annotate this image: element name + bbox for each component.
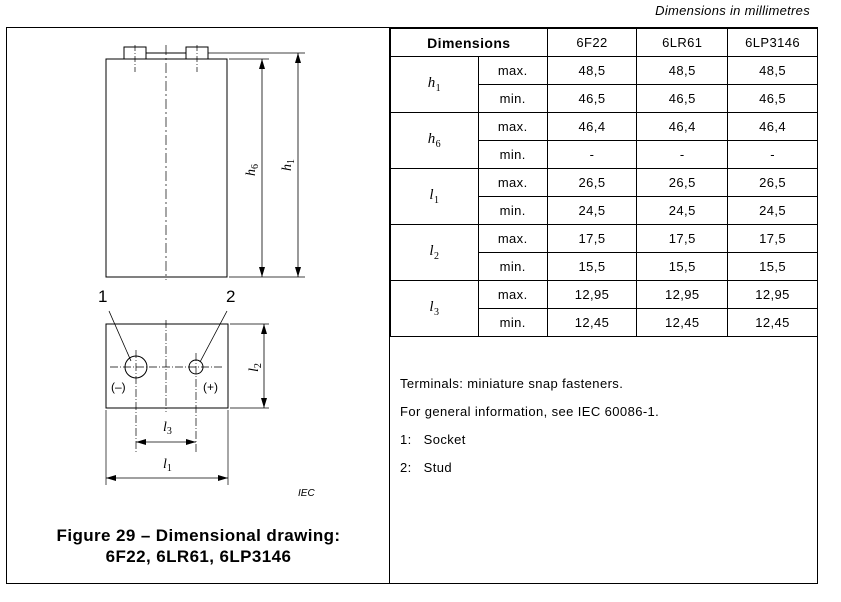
table-cell: 15,5 bbox=[546, 252, 638, 281]
table-cell: - bbox=[727, 140, 818, 169]
battery-dimensional-drawing: 1 2 (–) (+) h6 h1 l2 l3 l1 IEC bbox=[98, 45, 315, 499]
table-cell: 17,5 bbox=[546, 224, 638, 253]
limit-label: max. bbox=[477, 168, 548, 197]
figure-caption-line-1: Figure 29 – Dimensional drawing: bbox=[56, 526, 341, 545]
iec-mark: IEC bbox=[298, 488, 315, 499]
table-cell: 46,5 bbox=[546, 84, 638, 113]
table-row: h6 max. 46,4 46,4 46,4 bbox=[390, 112, 818, 169]
param-l2: l2 bbox=[390, 224, 479, 281]
table-cell: 12,95 bbox=[636, 280, 729, 309]
limit-label: max. bbox=[477, 280, 548, 309]
note-key-2: 2: Stud bbox=[400, 460, 453, 475]
svg-text:l2: l2 bbox=[247, 363, 264, 372]
table-cell: 12,45 bbox=[636, 308, 729, 337]
table-cell: 12,95 bbox=[727, 280, 818, 309]
callout-2: 2 bbox=[226, 287, 235, 306]
h1-label: h1 bbox=[280, 159, 297, 171]
limit-label: min. bbox=[477, 308, 548, 337]
limit-label: max. bbox=[477, 112, 548, 141]
table-cell: 48,5 bbox=[636, 56, 729, 85]
svg-text:h6: h6 bbox=[244, 164, 261, 176]
note-terminals: Terminals: miniature snap fasteners. bbox=[400, 376, 624, 391]
table-cell: - bbox=[546, 140, 638, 169]
limit-label: min. bbox=[477, 196, 548, 225]
limit-label: max. bbox=[477, 224, 548, 253]
table-cell: 15,5 bbox=[727, 252, 818, 281]
header-6lr61: 6LR61 bbox=[636, 28, 729, 57]
notes-block: Terminals: miniature snap fasteners. For… bbox=[400, 376, 659, 488]
l3-label: l3 bbox=[163, 420, 172, 437]
drawing-panel: 1 2 (–) (+) h6 h1 l2 l3 l1 IEC Figure 29… bbox=[7, 28, 390, 583]
header-dimensions: Dimensions bbox=[390, 28, 548, 57]
callout-1: 1 bbox=[98, 287, 107, 306]
table-panel: Dimensions 6F22 6LR61 6LP3146 h1 max. 48… bbox=[390, 28, 818, 583]
table-cell: 46,5 bbox=[727, 84, 818, 113]
table-row: l1 max. 26,5 26,5 26,5 bbox=[390, 168, 818, 225]
battery-body-top-view bbox=[105, 323, 229, 409]
table-cell: 24,5 bbox=[727, 196, 818, 225]
plus-label: (+) bbox=[203, 380, 218, 394]
table-cell: 24,5 bbox=[546, 196, 638, 225]
table-cell: - bbox=[636, 140, 729, 169]
l2-label: l2 bbox=[247, 363, 264, 372]
table-cell: 48,5 bbox=[727, 56, 818, 85]
table-cell: 26,5 bbox=[636, 168, 729, 197]
param-l3: l3 bbox=[390, 280, 479, 337]
figure-frame: 1 2 (–) (+) h6 h1 l2 l3 l1 IEC Figure 29… bbox=[6, 27, 818, 584]
limit-label: min. bbox=[477, 84, 548, 113]
figure-caption-line-2: 6F22, 6LR61, 6LP3146 bbox=[105, 547, 292, 566]
param-l1: l1 bbox=[390, 168, 479, 225]
table-row: h1 max. 48,5 48,5 48,5 bbox=[390, 56, 818, 113]
table-cell: 12,45 bbox=[727, 308, 818, 337]
table-cell: 46,4 bbox=[636, 112, 729, 141]
table-row: min. - - - bbox=[391, 140, 818, 169]
units-note: Dimensions in millimetres bbox=[655, 3, 810, 18]
limit-label: max. bbox=[477, 56, 548, 85]
table-cell: 26,5 bbox=[546, 168, 638, 197]
note-general-info: For general information, see IEC 60086-1… bbox=[400, 404, 660, 419]
table-cell: 17,5 bbox=[636, 224, 729, 253]
header-6lp3146: 6LP3146 bbox=[727, 28, 818, 57]
table-cell: 26,5 bbox=[727, 168, 818, 197]
param-h1: h1 bbox=[390, 56, 479, 113]
table-cell: 48,5 bbox=[546, 56, 638, 85]
table-row: min. 24,5 24,5 24,5 bbox=[391, 196, 818, 225]
limit-label: min. bbox=[477, 252, 548, 281]
table-cell: 15,5 bbox=[636, 252, 729, 281]
h6-label: h6 bbox=[244, 164, 261, 176]
l1-label: l1 bbox=[163, 457, 172, 474]
param-h6: h6 bbox=[390, 112, 479, 169]
table-cell: 24,5 bbox=[636, 196, 729, 225]
table-cell: 17,5 bbox=[727, 224, 818, 253]
table-row: min. 46,5 46,5 46,5 bbox=[391, 84, 818, 113]
table-cell: 46,4 bbox=[546, 112, 638, 141]
table-row: min. 15,5 15,5 15,5 bbox=[391, 252, 818, 281]
table-row: min. 12,45 12,45 12,45 bbox=[391, 308, 818, 337]
battery-body-side-view bbox=[105, 58, 228, 278]
svg-text:h1: h1 bbox=[280, 159, 297, 171]
dimensions-table: Dimensions 6F22 6LR61 6LP3146 h1 max. 48… bbox=[390, 28, 818, 337]
table-row: l3 max. 12,95 12,95 12,95 bbox=[390, 280, 818, 337]
table-cell: 46,5 bbox=[636, 84, 729, 113]
table-cell: 46,4 bbox=[727, 112, 818, 141]
header-6f22: 6F22 bbox=[546, 28, 638, 57]
table-cell: 12,45 bbox=[546, 308, 638, 337]
minus-label: (–) bbox=[111, 380, 126, 394]
table-header-row: Dimensions 6F22 6LR61 6LP3146 bbox=[390, 28, 818, 57]
table-row: l2 max. 17,5 17,5 17,5 bbox=[390, 224, 818, 281]
limit-label: min. bbox=[477, 140, 548, 169]
note-key-1: 1: Socket bbox=[400, 432, 466, 447]
table-cell: 12,95 bbox=[546, 280, 638, 309]
